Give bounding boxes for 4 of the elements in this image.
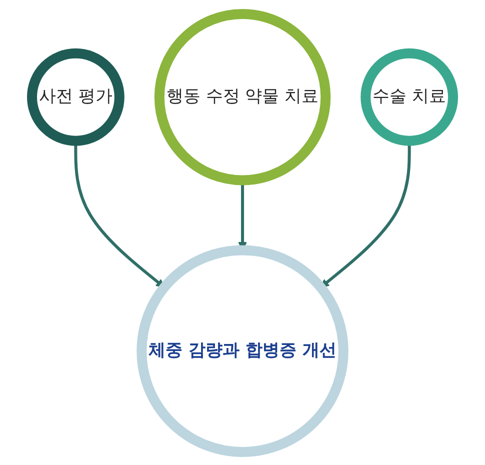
node-circle: 체중 감량과 합병증 개선 [136, 244, 348, 456]
node-circle: 사전 평가 [26, 48, 124, 146]
node-circle: 행동 수정 약물 치료 [154, 8, 331, 185]
node-circle: 수술 치료 [360, 48, 458, 146]
